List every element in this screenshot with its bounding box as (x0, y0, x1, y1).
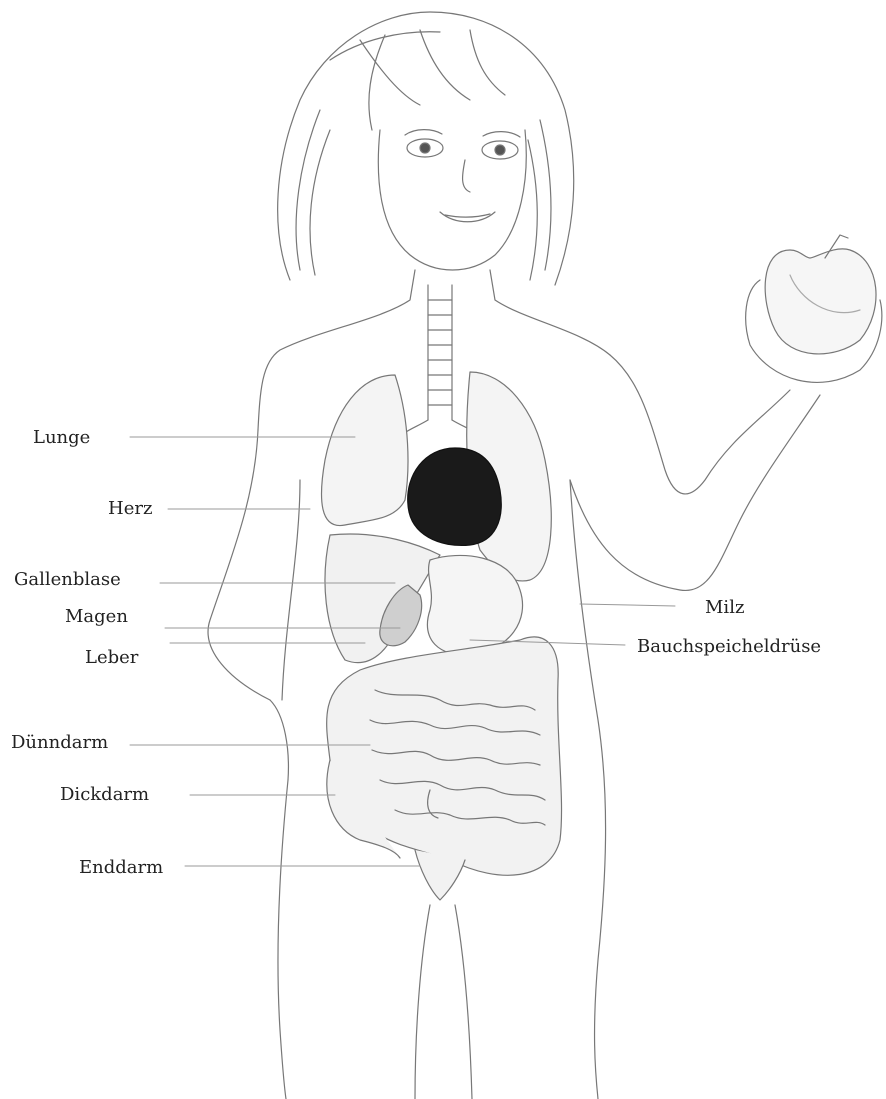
label-leber: Leber (85, 648, 138, 668)
label-magen: Magen (65, 607, 128, 627)
heart (408, 448, 502, 545)
label-dickdarm: Dickdarm (60, 785, 149, 805)
label-enddarm: Enddarm (79, 858, 163, 878)
label-lunge: Lunge (33, 428, 90, 448)
face (378, 130, 526, 270)
large-intestine (327, 637, 562, 900)
label-gallenblase: Gallenblase (14, 570, 121, 590)
label-duenndarm: Dünndarm (11, 733, 108, 753)
apple-icon (765, 235, 876, 354)
label-milz: Milz (705, 598, 744, 618)
label-herz: Herz (108, 499, 152, 519)
label-bauchspeicheldruese: Bauchspeicheldrüse (637, 637, 821, 657)
